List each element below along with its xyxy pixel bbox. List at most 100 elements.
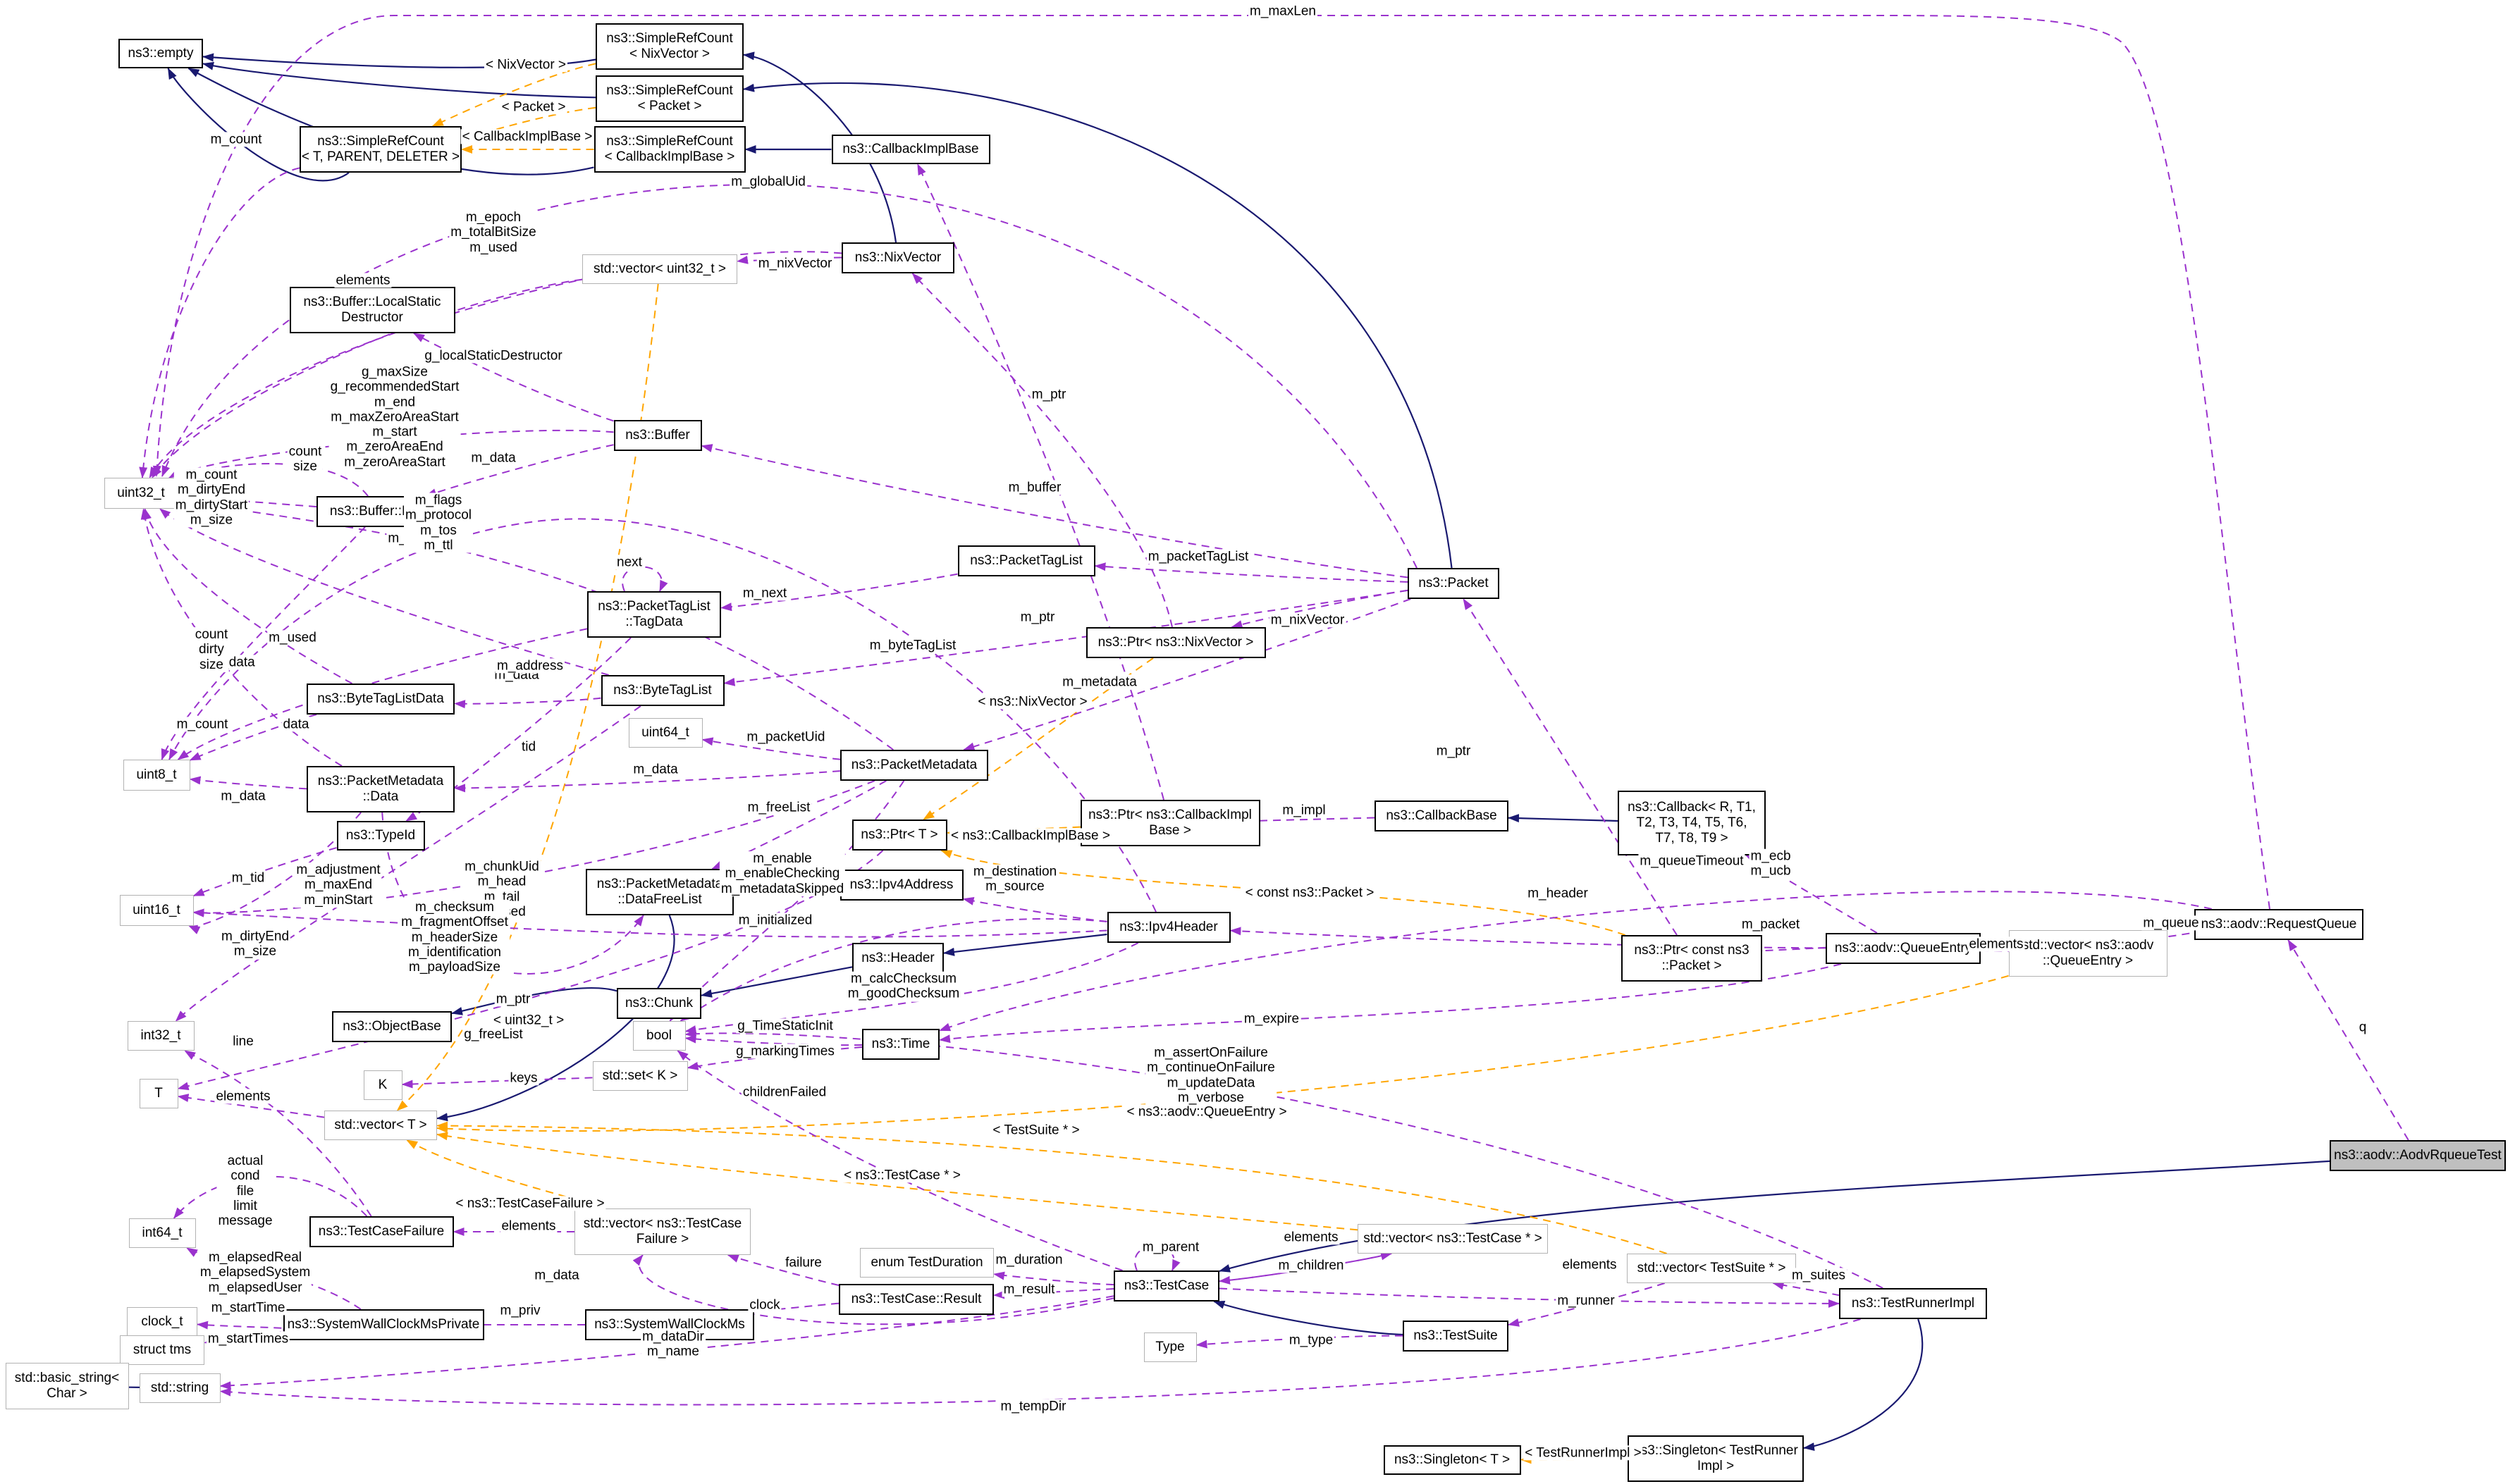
edge-testCase-vecTCF-m_data [632,1254,1114,1325]
node-basicStr[interactable]: std::basic_string<Char > [5,1363,129,1409]
node-cbBase[interactable]: ns3::CallbackBase [1375,800,1508,831]
node-pmData[interactable]: ns3::PacketMetadata::Data [307,766,455,812]
edge-label-m_parent: m_parent [1140,1239,1201,1255]
node-ptl[interactable]: ns3::PacketTagList [957,545,1095,576]
node-cib[interactable]: ns3::CallbackImplBase [831,135,990,164]
node-i64[interactable]: int64_t [128,1218,196,1248]
node-vecTC[interactable]: std::vector< ns3::TestCase * > [1358,1224,1548,1254]
node-srcPkt[interactable]: ns3::SimpleRefCount< Packet > [596,75,744,122]
node-tagData[interactable]: ns3::PacketTagList::TagData [587,591,721,638]
node-label: ns3::TypeId [345,828,416,843]
edge-packet-srcPkt [743,82,1453,569]
node-setK[interactable]: std::set< K > [592,1061,688,1091]
node-label: ns3::Singleton< TestRunner [1633,1443,1798,1459]
edge-packet-btl-m_byteTagList [723,589,1408,686]
node-pmeta[interactable]: ns3::PacketMetadata [840,750,988,781]
edge-ipv4hdr-bool-m_initialized [680,918,1107,1022]
edge-nix-u32-m_epoch [149,251,842,478]
node-K[interactable]: K [363,1070,402,1100]
node-swcmP[interactable]: ns3::SystemWallClockMsPrivate [283,1309,484,1340]
node-label: std::vector< T > [334,1118,427,1133]
edge-pmData-u32-m_count [140,508,343,767]
edge-label-m_freeList: m_freeList [746,800,812,815]
edge-label-m_ptr: m_ptr [494,991,532,1007]
node-reqQ[interactable]: ns3::aodv::RequestQueue [2194,909,2363,940]
node-clock[interactable]: clock_t [127,1307,197,1337]
node-qe[interactable]: ns3::aodv::QueueEntry [1826,933,1981,964]
node-label: ns3::Header [861,951,935,966]
node-vecT[interactable]: std::vector< T > [324,1111,437,1140]
node-bool[interactable]: bool [632,1021,686,1051]
node-srcNix[interactable]: ns3::SimpleRefCount< NixVector > [596,23,744,70]
node-testCase[interactable]: ns3::TestCase [1114,1270,1219,1301]
node-ptrT[interactable]: ns3::Ptr< T > [851,820,947,851]
node-label: enum TestDuration [871,1255,983,1270]
edge-qe-callback-m_ecb [1745,855,1878,934]
node-ipv4hdr[interactable]: ns3::Ipv4Header [1107,912,1231,943]
node-chunk[interactable]: ns3::Chunk [617,988,701,1019]
node-time[interactable]: ns3::Time [862,1029,940,1060]
node-label: ::QueueEntry > [2042,953,2134,968]
edge-ptrCib-ptrT-< ns3::CallbackImplBase > [946,826,1081,837]
node-u8[interactable]: uint8_t [123,760,190,791]
node-vecU32[interactable]: std::vector< uint32_t > [582,254,737,284]
node-tms[interactable]: struct tms [120,1335,204,1365]
node-type[interactable]: Type [1143,1332,1197,1362]
edge-label-m_enable: m_enable m_enableChecking m_metadataSkip… [719,851,846,896]
node-empty[interactable]: ns3::empty [118,39,203,68]
node-i32[interactable]: int32_t [127,1021,195,1051]
node-vecTS[interactable]: std::vector< TestSuite * > [1627,1254,1796,1283]
node-label: ns3::Ipv4Address [849,877,954,893]
node-ptrNix[interactable]: ns3::Ptr< ns3::NixVector > [1086,627,1266,658]
edge-label-m_data: m_data [469,450,517,466]
node-packet[interactable]: ns3::Packet [1408,568,1499,599]
edge-label-< TestRunnerImpl >: < TestRunnerImpl > [1523,1445,1643,1461]
node-objBase[interactable]: ns3::ObjectBase [332,1011,452,1042]
node-callback[interactable]: ns3::Callback< R, T1,T2, T3, T4, T5, T6,… [1618,791,1766,855]
node-vecQE[interactable]: std::vector< ns3::aodv::QueueEntry > [2008,930,2167,977]
node-label: std::vector< uint32_t > [593,261,726,277]
node-dfl[interactable]: ns3::PacketMetadata::DataFreeList [586,869,734,915]
node-rqTest[interactable]: ns3::aodv::AodvRqueueTest [2330,1140,2506,1171]
node-singT[interactable]: ns3::Singleton< T > [1383,1445,1521,1475]
node-runner[interactable]: ns3::TestRunnerImpl [1839,1288,1987,1319]
edge-label-m_globalUid: m_globalUid [730,174,807,190]
edge-label-actual: actual cond file limit message [216,1153,274,1229]
node-srcTpl[interactable]: ns3::SimpleRefCount< T, PARENT, DELETER … [300,126,462,173]
node-testSuite[interactable]: ns3::TestSuite [1403,1321,1508,1352]
node-result[interactable]: ns3::TestCase::Result [839,1284,994,1315]
node-dur[interactable]: enum TestDuration [860,1248,994,1278]
node-stdStr[interactable]: std::string [139,1373,221,1403]
node-srcCib[interactable]: ns3::SimpleRefCount< CallbackImplBase > [594,126,746,173]
edge-vecU32-u32-elements [151,278,583,478]
edge-label-< NixVector >: < NixVector > [484,57,568,73]
node-label: Type [1155,1340,1185,1355]
edge-label-m_epoch: m_epoch m_totalBitSize m_used [449,210,538,255]
node-ipv4addr[interactable]: ns3::Ipv4Address [840,870,964,901]
node-btl[interactable]: ns3::ByteTagList [601,675,725,706]
edge-tagData-u8-m_address [177,628,588,760]
edge-tagData-tagData-next [622,566,668,592]
node-u32[interactable]: uint32_t [104,478,178,509]
node-label: ns3::NixVector [854,250,942,266]
edge-label-m_packetUid: m_packetUid [745,729,827,745]
node-label: uint16_t [133,903,180,918]
node-nix[interactable]: ns3::NixVector [842,242,954,273]
edge-runner-singTRI [1803,1318,1924,1452]
node-u16[interactable]: uint16_t [119,895,194,926]
node-u64[interactable]: uint64_t [628,718,703,748]
node-tcf[interactable]: ns3::TestCaseFailure [309,1216,454,1247]
node-btld[interactable]: ns3::ByteTagListData [307,684,455,715]
node-typeId[interactable]: ns3::TypeId [336,821,425,851]
node-header[interactable]: ns3::Header [852,943,944,974]
node-ptrConstPkt[interactable]: ns3::Ptr< const ns3::Packet > [1621,935,1762,982]
node-T[interactable]: T [139,1079,178,1108]
node-buffer[interactable]: ns3::Buffer [613,420,702,451]
edge-label-m_startTimes: m_startTimes [206,1331,290,1347]
edge-label-m_data: m_data [533,1268,581,1283]
edge-tagData-typeId-tid [405,637,632,822]
